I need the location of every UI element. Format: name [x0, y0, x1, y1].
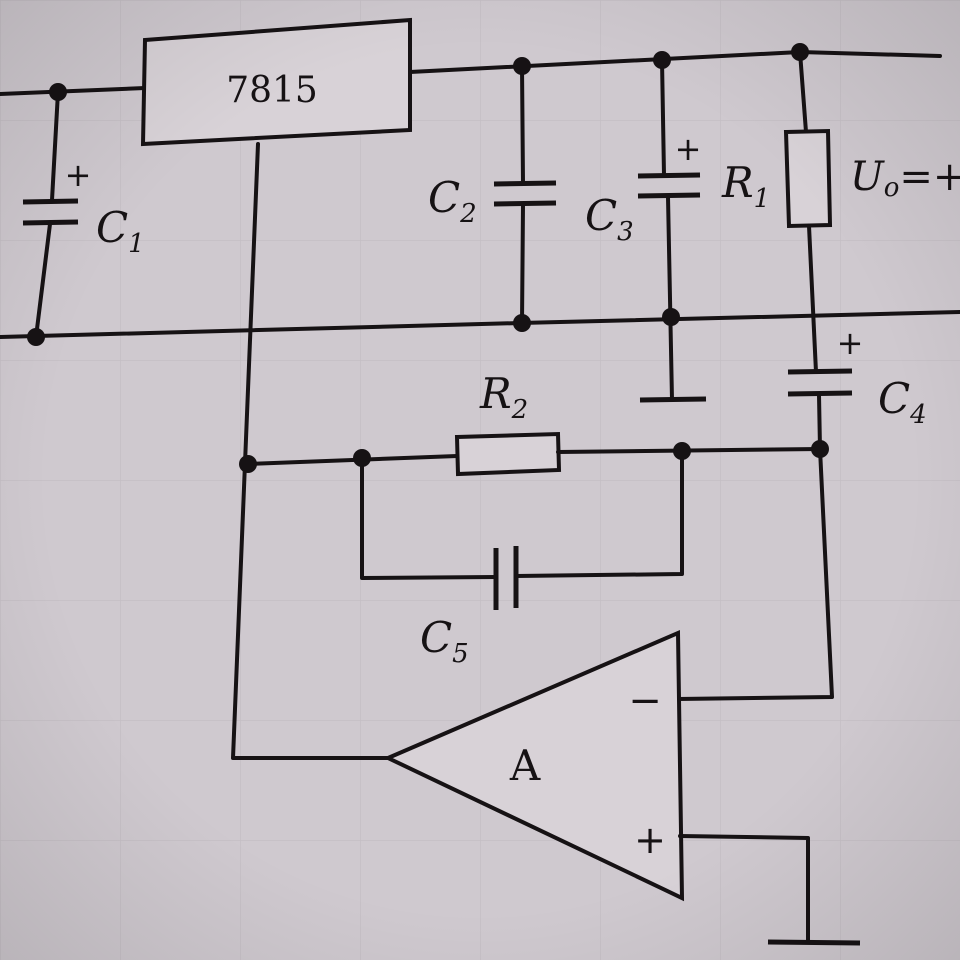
photo-vignette: [0, 0, 960, 960]
circuit-schematic: 7815 + C1 C2 + C3 R1 Uo=+ + C4 R2 C5 A −…: [0, 0, 960, 960]
